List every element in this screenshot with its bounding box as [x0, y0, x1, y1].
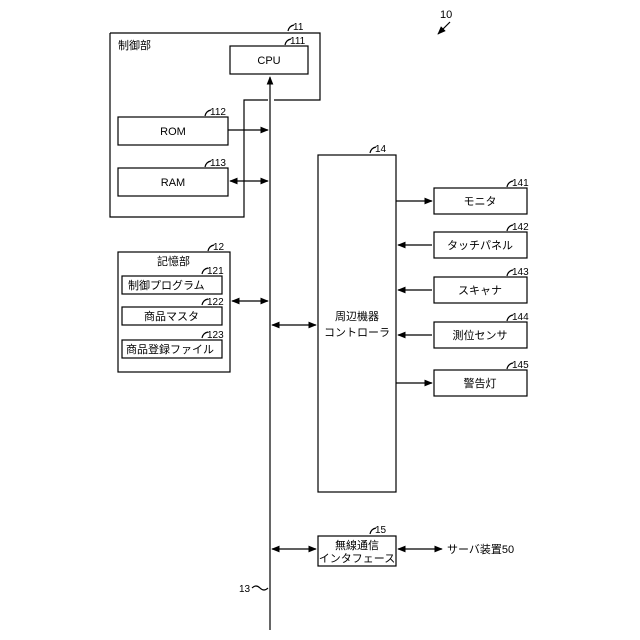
svg-text:142: 142	[512, 222, 529, 233]
svg-text:スキャナ: スキャナ	[458, 284, 502, 297]
svg-text:警告灯: 警告灯	[464, 376, 497, 390]
device-touch-panel: タッチパネル 142	[398, 222, 529, 258]
rom-block: ROM 112	[118, 107, 228, 145]
ram-ref: 113	[210, 158, 226, 169]
bus-connections	[228, 130, 316, 549]
wireless-ref: 15	[375, 525, 387, 536]
storage-item-ref: 122	[207, 297, 224, 308]
peripheral-controller-ref: 14	[375, 144, 387, 155]
storage-item-label: 商品登録ファイル	[126, 342, 214, 356]
device-warning-light: 警告灯 145	[396, 360, 529, 396]
cpu-ref: 111	[290, 36, 306, 47]
svg-text:141: 141	[512, 178, 529, 189]
storage-block: 記憶部 12 制御プログラム 121 商品マスタ 122 商品登録ファイル 12…	[118, 242, 230, 372]
rom-ref: 112	[210, 107, 226, 118]
svg-text:測位センサ: 測位センサ	[453, 328, 508, 342]
device-monitor: モニタ 141	[396, 178, 529, 214]
svg-text:タッチパネル: タッチパネル	[447, 239, 513, 252]
cpu-label: CPU	[257, 55, 280, 67]
svg-text:144: 144	[512, 312, 529, 323]
bus-ref: 13	[239, 584, 251, 595]
svg-text:143: 143	[512, 267, 529, 278]
storage-ref: 12	[213, 242, 225, 253]
svg-text:145: 145	[512, 360, 529, 371]
control-unit-ref: 11	[293, 22, 304, 33]
figure-ref: 10	[438, 9, 452, 34]
storage-item-ref: 123	[207, 330, 224, 341]
peripheral-controller-block: 周辺機器 コントローラ 14	[318, 144, 396, 492]
cpu-block: CPU 111	[230, 36, 308, 74]
server-label: サーバ装置50	[447, 543, 514, 556]
device-scanner: スキャナ 143	[398, 267, 529, 303]
wireless-interface-block: 無線通信 インタフェース 15	[318, 525, 396, 566]
rom-label: ROM	[160, 126, 186, 138]
storage-item-label: 商品マスタ	[144, 309, 199, 323]
storage-item-ref: 121	[207, 266, 224, 277]
svg-text:10: 10	[440, 9, 452, 21]
storage-label: 記憶部	[157, 254, 190, 268]
ram-label: RAM	[161, 177, 185, 189]
storage-item-label: 制御プログラム	[128, 278, 205, 292]
device-positioning-sensor: 測位センサ 144	[398, 312, 529, 348]
svg-text:周辺機器: 周辺機器	[335, 309, 379, 323]
svg-text:インタフェース: インタフェース	[319, 552, 395, 565]
server-link: サーバ装置50	[398, 543, 514, 556]
ram-block: RAM 113	[118, 158, 228, 196]
svg-text:コントローラ: コントローラ	[324, 327, 390, 339]
svg-text:無線通信: 無線通信	[335, 538, 379, 552]
control-unit-label: 制御部	[118, 38, 151, 52]
svg-text:モニタ: モニタ	[464, 195, 497, 208]
